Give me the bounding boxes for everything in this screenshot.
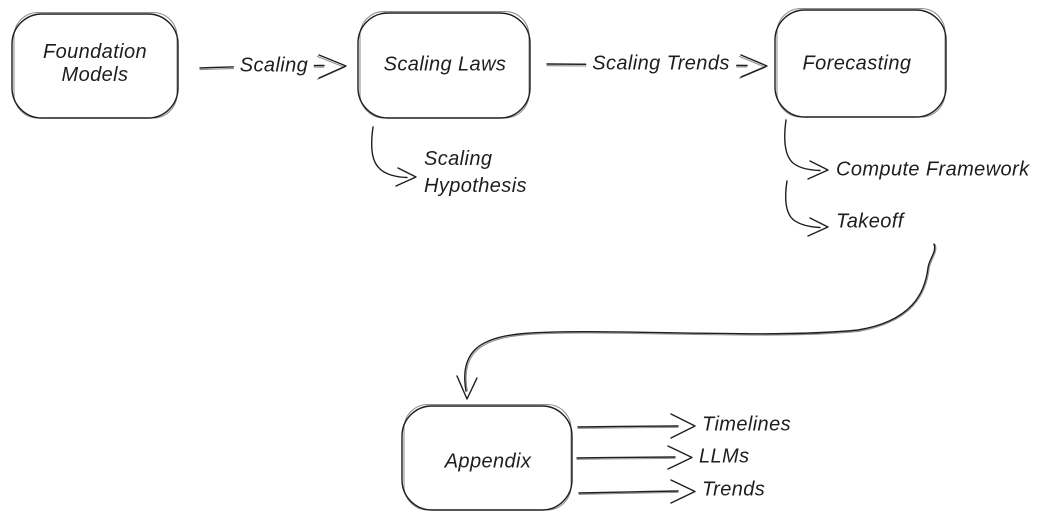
node-appendix-label[interactable]: Appendix — [444, 450, 532, 473]
scaling-trends-arrowhead[interactable] — [740, 54, 768, 78]
node-foundation-models-label[interactable]: Foundation Models — [42, 41, 148, 86]
node-foundation-models-box-echo — [13, 11, 178, 119]
arrow-appendix-trends[interactable] — [578, 479, 696, 504]
scaling-hypothesis-arrow-line[interactable] — [371, 126, 408, 179]
compute-framework-arrowhead[interactable] — [807, 160, 829, 180]
trends-arrowhead[interactable] — [670, 479, 696, 504]
takeoff-to-appendix-arrowhead[interactable] — [456, 375, 478, 400]
edge-label-llms[interactable]: LLMs — [699, 445, 750, 468]
scaling-arrowhead-echo — [316, 55, 346, 80]
timelines-arrow-line-echo — [577, 426, 679, 429]
trends-arrow-line[interactable] — [578, 490, 679, 494]
llms-arrow-line[interactable] — [576, 456, 676, 459]
node-forecasting-label[interactable]: Forecasting — [802, 52, 912, 75]
edge-label-timelines[interactable]: Timelines — [702, 413, 792, 436]
node-appendix-box-echo — [403, 403, 572, 511]
takeoff-arrowhead[interactable] — [807, 217, 829, 237]
edge-label-takeoff[interactable]: Takeoff — [836, 210, 904, 233]
takeoff-arrow-line[interactable] — [784, 180, 821, 229]
edge-label-scaling-hypothesis[interactable]: Scaling Hypothesis — [424, 148, 527, 197]
node-scaling-laws-box-echo — [359, 10, 530, 119]
arrow-compute-framework[interactable] — [784, 119, 829, 180]
node-appendix[interactable] — [401, 403, 573, 511]
node-foundation-models[interactable] — [11, 11, 179, 119]
arrow-appendix-llms[interactable] — [576, 445, 693, 470]
timelines-arrow-line[interactable] — [577, 425, 679, 428]
timelines-arrowhead[interactable] — [670, 413, 696, 439]
edge-label-trends[interactable]: Trends — [702, 478, 766, 501]
edge-label-scaling[interactable]: Scaling — [233, 54, 315, 78]
arrow-takeoff[interactable] — [784, 180, 829, 237]
llms-arrowhead[interactable] — [667, 445, 693, 470]
node-forecasting-box-echo — [776, 7, 946, 118]
trends-arrow-line-echo — [578, 491, 679, 495]
scaling-arrowhead[interactable] — [318, 54, 347, 79]
arrow-takeoff-to-appendix[interactable] — [456, 243, 937, 400]
scaling-hypothesis-arrowhead[interactable] — [395, 167, 417, 187]
takeoff-to-appendix-curve[interactable] — [464, 243, 936, 392]
edge-label-compute-framework[interactable]: Compute Framework — [836, 158, 1030, 181]
takeoff-to-appendix-curve-echo — [465, 243, 937, 392]
compute-framework-arrow-line[interactable] — [784, 119, 821, 172]
scaling-trends-arrowhead-echo — [738, 55, 767, 79]
node-scaling-laws-label[interactable]: Scaling Laws — [383, 53, 507, 76]
node-forecasting[interactable] — [774, 7, 947, 118]
arrow-scaling-hypothesis[interactable] — [371, 126, 417, 187]
edge-label-scaling-trends[interactable]: Scaling Trends — [586, 52, 736, 76]
arrow-appendix-timelines[interactable] — [577, 413, 696, 439]
node-scaling-laws[interactable] — [357, 10, 531, 119]
llms-arrow-line-echo — [576, 457, 676, 460]
